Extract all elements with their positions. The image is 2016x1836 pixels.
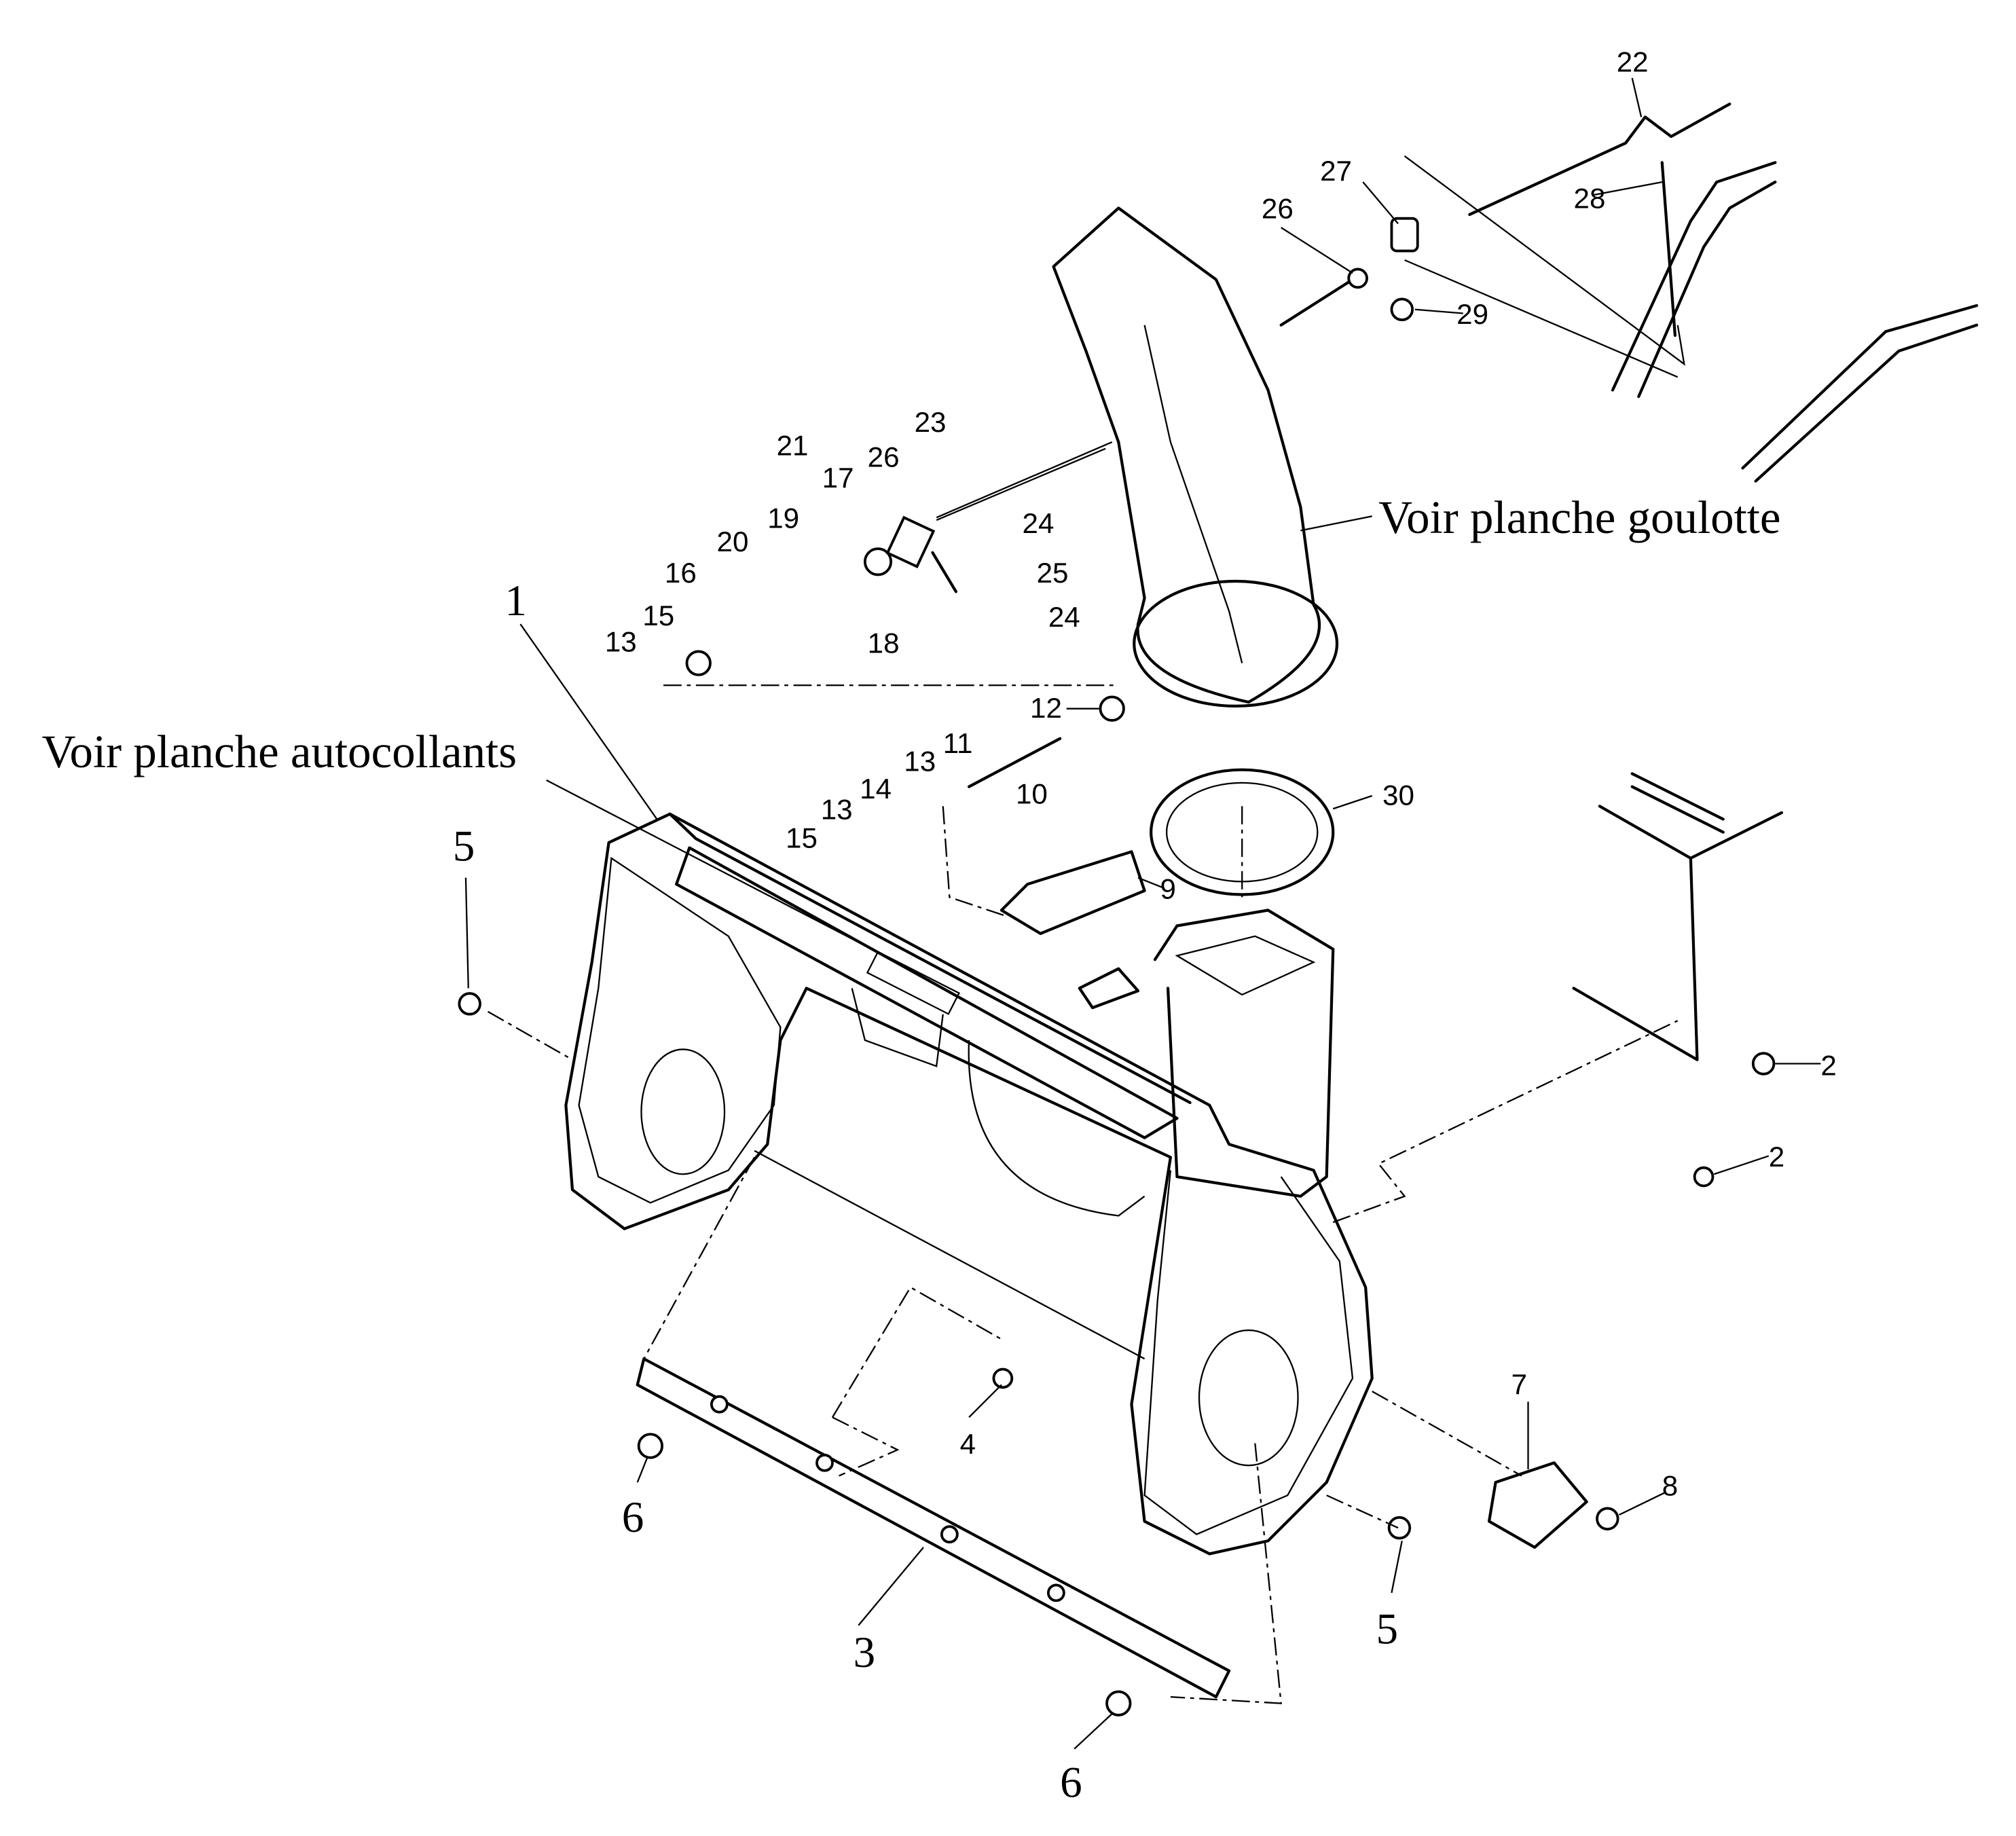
- part-number-label: 26: [868, 441, 900, 473]
- part-number-label: 2: [1769, 1141, 1784, 1173]
- part-number-label: 9: [1160, 873, 1176, 904]
- part-number-label: 13: [904, 746, 936, 777]
- discharge-chute: [1052, 206, 1321, 704]
- part-number-label: 22: [1617, 45, 1649, 77]
- part-number-label: 28: [1574, 182, 1606, 214]
- part-number-label: 6: [622, 1493, 644, 1542]
- part-number-label: 17: [822, 462, 854, 494]
- part-number-label: 5: [1376, 1605, 1398, 1654]
- part-number-label: 20: [717, 526, 749, 557]
- part-number-label: 1: [505, 576, 527, 625]
- part-number-label: 15: [786, 822, 818, 854]
- part-number-label: 24: [1023, 507, 1055, 539]
- part-number-label: 10: [1016, 777, 1048, 809]
- part-number-label: 30: [1382, 779, 1414, 811]
- part-number-label: 7: [1511, 1368, 1527, 1400]
- part-number-label: 13: [605, 625, 637, 657]
- part-number-label: 4: [960, 1428, 976, 1460]
- part-number-label: 2: [1820, 1050, 1836, 1082]
- note-chute: Voir planche goulotte: [1378, 492, 1780, 543]
- part-number-label: 11: [943, 727, 973, 759]
- part-number-label: 5: [453, 822, 475, 871]
- part-number-label: 25: [1037, 557, 1069, 589]
- part-number-label: 29: [1456, 298, 1488, 330]
- part-number-label: 16: [665, 557, 697, 589]
- part-number-label: 23: [915, 406, 947, 438]
- part-number-label: 13: [821, 793, 853, 825]
- part-number-label: 14: [860, 773, 892, 805]
- part-number-label: 19: [767, 502, 799, 534]
- part-number-label: 26: [1262, 193, 1294, 225]
- part-number-label: 27: [1320, 155, 1352, 187]
- part-number-label: 6: [1060, 1759, 1082, 1807]
- auger-housing: [564, 812, 1374, 1556]
- part-number-label: 15: [642, 600, 674, 631]
- part-number-label: 12: [1030, 692, 1062, 724]
- part-number-label: 21: [777, 429, 809, 461]
- part-number-label: 8: [1662, 1469, 1678, 1501]
- part-number-label: 18: [868, 627, 900, 659]
- leader-lines: [464, 77, 1821, 1750]
- part-number-label: 24: [1048, 601, 1080, 633]
- part-number-label: 3: [854, 1628, 876, 1677]
- chute-base: [1153, 908, 1335, 1198]
- auger-shaft: [636, 1357, 1231, 1699]
- note-stickers: Voir planche autocollants: [42, 726, 517, 777]
- line-art: [458, 103, 1979, 1716]
